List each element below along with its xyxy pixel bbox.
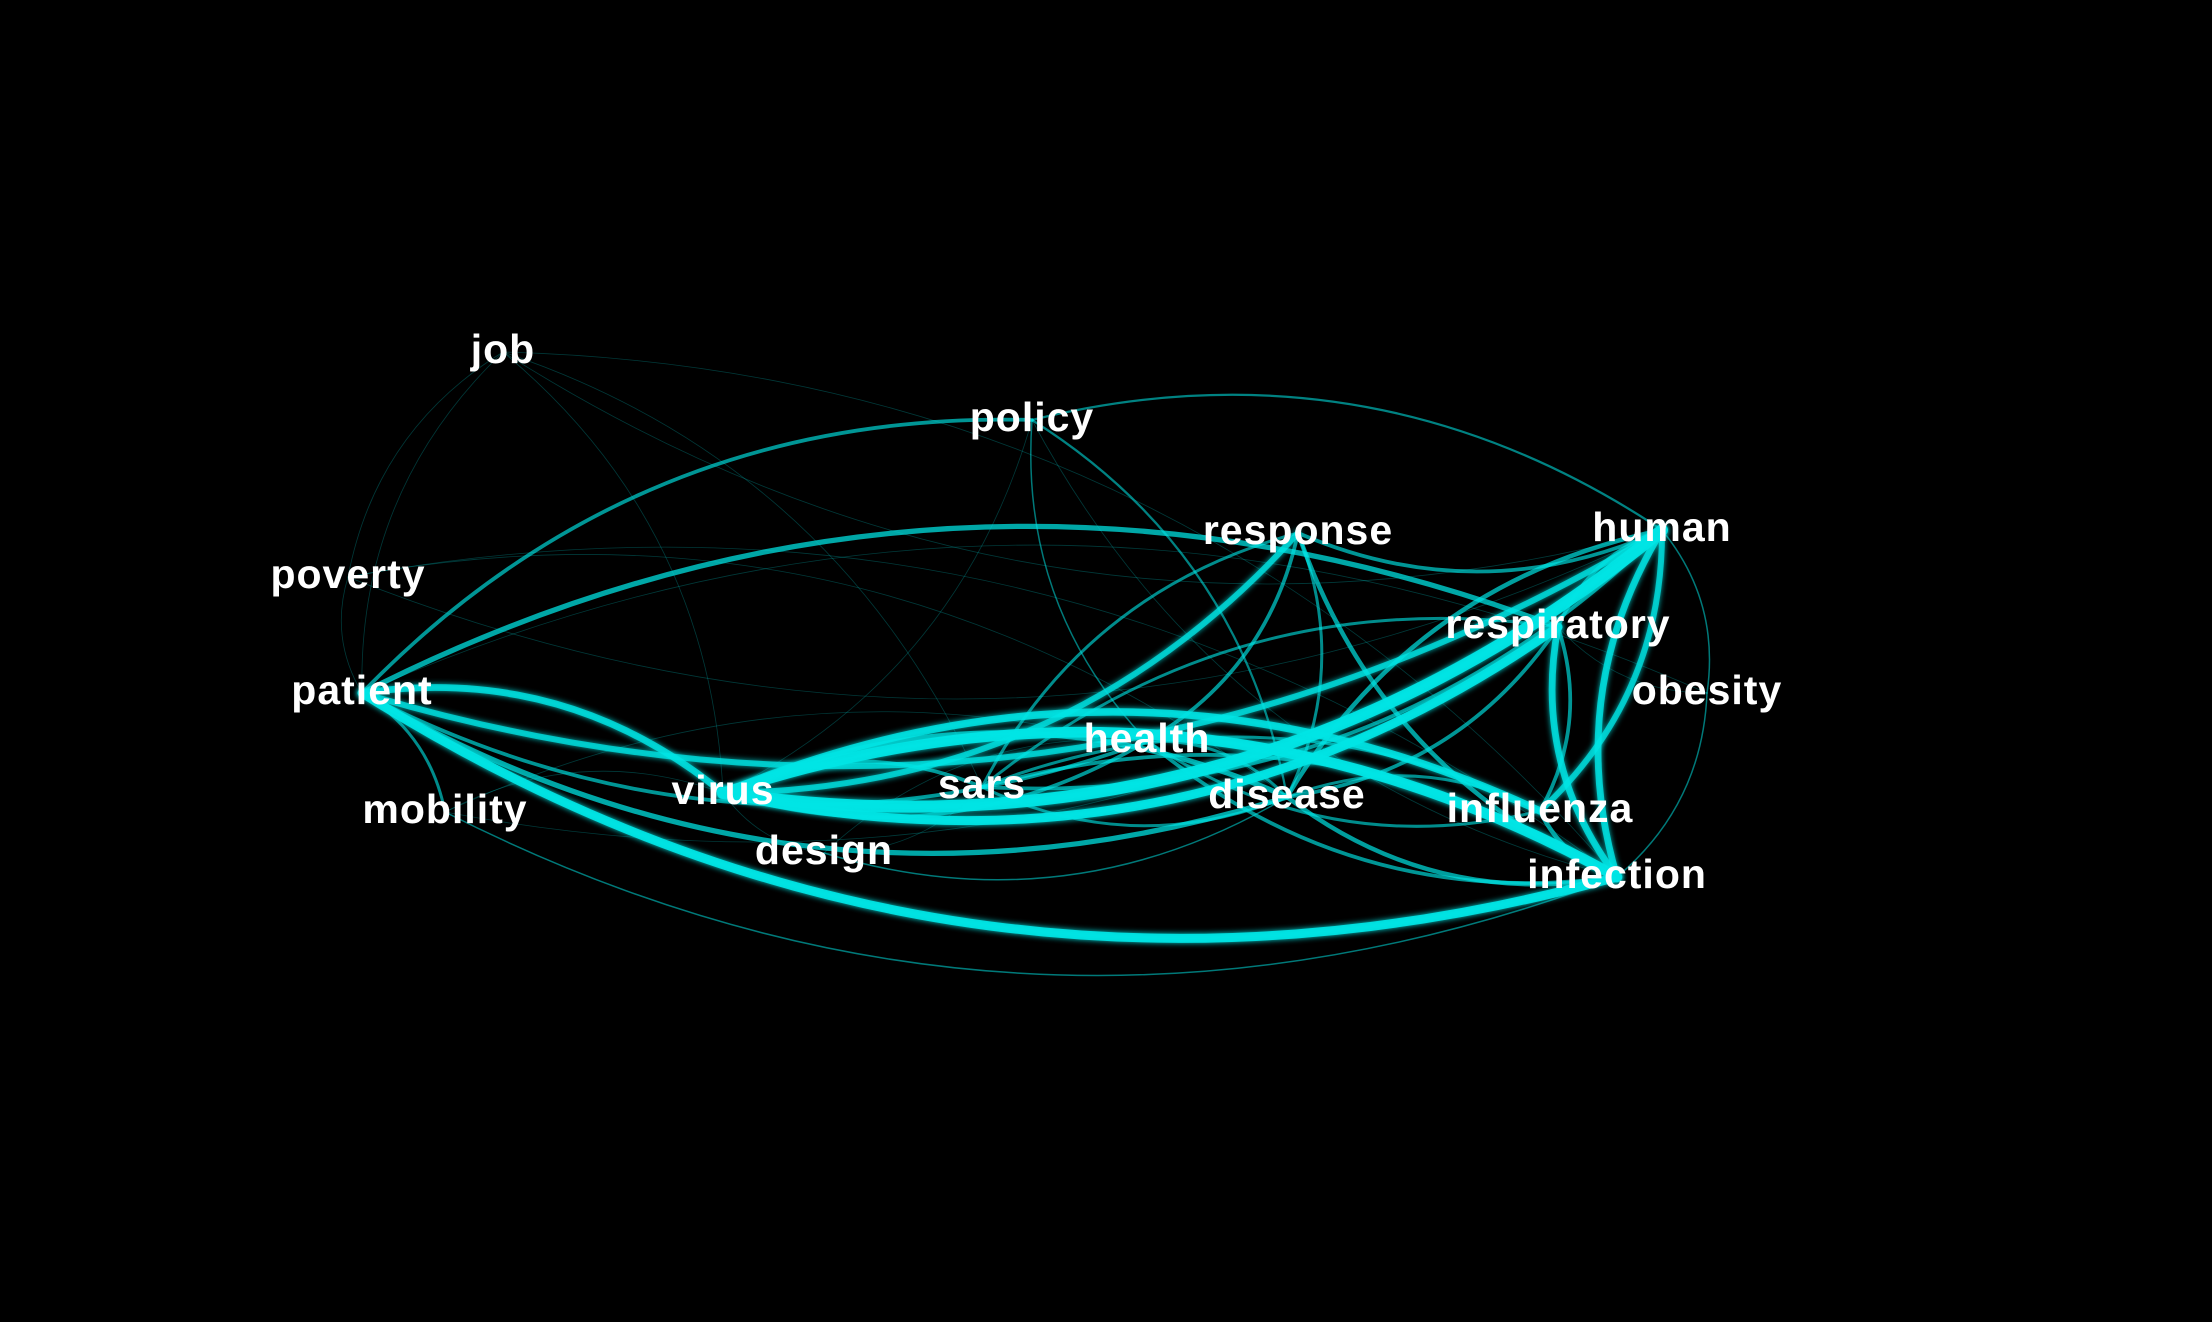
node-label-health[interactable]: health [1084, 715, 1211, 761]
node-label-respiratory[interactable]: respiratory [1445, 601, 1670, 647]
label-layer: job policy response human poverty respir… [270, 326, 1783, 897]
edge-sars-disease [980, 785, 1289, 828]
edge-design-sars [823, 786, 983, 854]
edge-patient-infection [357, 688, 1622, 943]
edge-response-infection [1295, 530, 1620, 880]
edge-response-health [1145, 531, 1300, 743]
edge-obesity-patient [361, 544, 1708, 694]
edge-respiratory-influenza [1538, 625, 1573, 813]
node-label-response[interactable]: response [1203, 507, 1393, 553]
edge-virus-response [720, 530, 1301, 796]
edge-patient-human [359, 527, 1665, 770]
node-label-mobility[interactable]: mobility [362, 786, 527, 832]
edge-mobility-virus [444, 770, 724, 813]
edge-policy-virus [722, 419, 1033, 794]
edge-disease-infection [1284, 794, 1620, 887]
node-label-infection[interactable]: infection [1527, 851, 1707, 897]
node-label-policy[interactable]: policy [970, 394, 1094, 440]
node-label-design[interactable]: design [755, 827, 893, 873]
node-label-human[interactable]: human [1592, 504, 1731, 550]
edge-respiratory-disease [1285, 625, 1560, 799]
edge-mobility-human [444, 529, 1663, 843]
edge-disease-influenza [1285, 774, 1542, 813]
edge-poverty-disease [347, 554, 1288, 798]
edge-job-human [502, 351, 1663, 585]
node-label-job[interactable]: job [470, 326, 535, 372]
edge-human-influenza [1537, 527, 1666, 814]
edge-job-patient [361, 351, 504, 694]
edge-patient-policy [360, 417, 1034, 695]
edge-response-disease [1285, 531, 1324, 799]
node-label-poverty[interactable]: poverty [270, 551, 425, 597]
edge-patient-mobility [360, 691, 447, 814]
edge-obesity-infection [1616, 692, 1708, 878]
edge-mobility-infection [444, 811, 1618, 977]
edge-patient-disease [359, 690, 1290, 857]
edge-mobility-disease [444, 711, 1288, 813]
edge-sars-influenza [980, 735, 1542, 813]
node-label-sars[interactable]: sars [938, 761, 1026, 807]
edge-virus-health [721, 739, 1149, 820]
edge-virus-sars [721, 759, 984, 795]
edge-policy-human [1030, 393, 1664, 532]
edge-influenza-infection [1537, 808, 1620, 880]
node-label-disease[interactable]: disease [1208, 771, 1365, 817]
edge-policy-health [1030, 419, 1148, 742]
edge-virus-infection [717, 726, 1623, 883]
edge-job-sars [502, 351, 983, 788]
edge-patient-virus [358, 684, 727, 797]
edge-design-disease [823, 796, 1288, 881]
edge-respiratory-sars [980, 616, 1560, 789]
edge-obesity-respiratory [1557, 626, 1708, 694]
edge-response-sars [980, 531, 1300, 789]
edge-respiratory-infection [1548, 623, 1621, 881]
edge-poverty-patient [340, 576, 363, 694]
edge-human-response [1296, 528, 1664, 574]
edge-human-sars [980, 528, 1664, 791]
edge-policy-disease [1030, 418, 1289, 799]
edge-design-health [823, 739, 1148, 854]
node-label-patient[interactable]: patient [291, 667, 432, 713]
edge-layer [340, 351, 1711, 977]
edge-job-virus [502, 351, 724, 794]
edge-patient-respiratory [359, 523, 1561, 696]
edge-job-poverty [347, 351, 504, 578]
edge-poverty-infection [347, 546, 1618, 878]
edge-virus-respiratory [718, 622, 1563, 826]
edge-sars-infection [980, 753, 1619, 879]
edge-human-infection [1594, 526, 1666, 881]
edge-design-virus [722, 792, 825, 854]
edge-patient-health [360, 691, 1149, 807]
node-label-obesity[interactable]: obesity [1632, 667, 1783, 713]
edge-poverty-human [347, 529, 1663, 700]
edge-policy-infection [1031, 419, 1618, 878]
edge-obesity-human [1661, 529, 1711, 694]
edge-health-influenza [1145, 739, 1542, 828]
edge-job-infection [502, 351, 1618, 878]
node-label-virus[interactable]: virus [672, 767, 775, 813]
node-label-influenza[interactable]: influenza [1447, 785, 1634, 831]
